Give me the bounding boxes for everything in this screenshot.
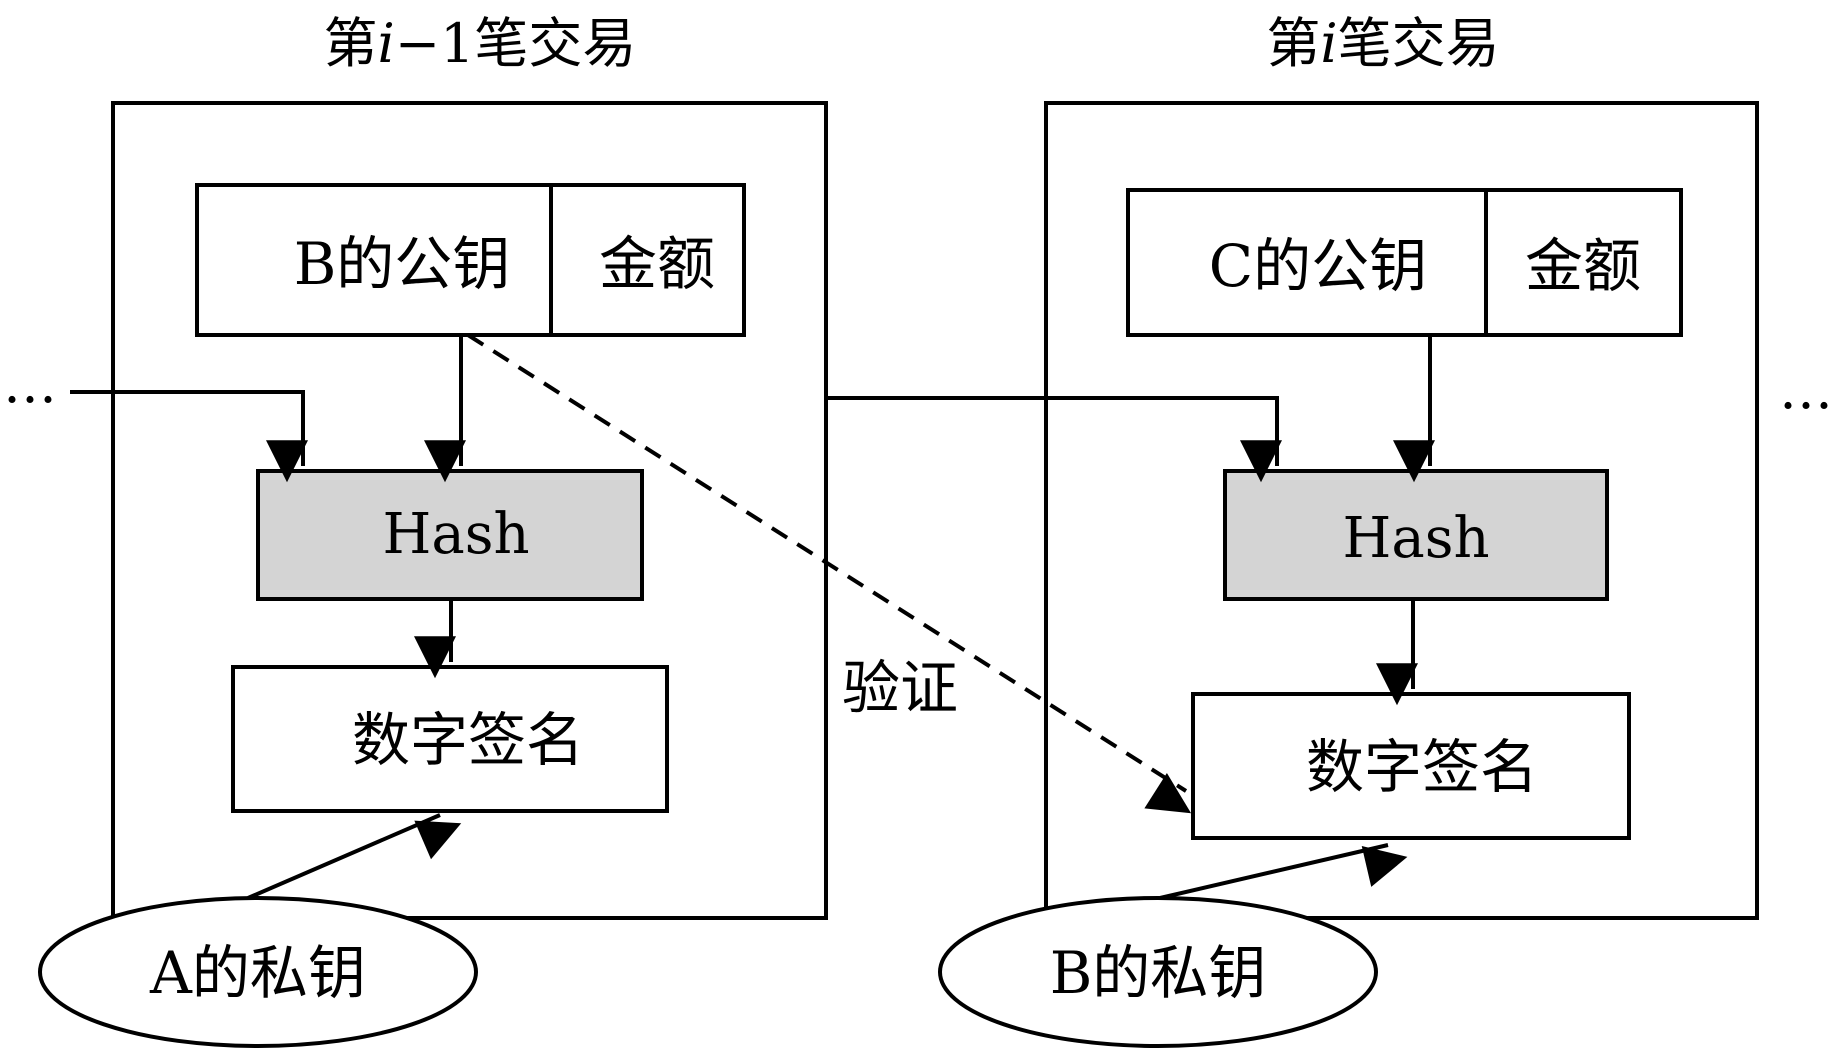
- arrow-private-key-a-to-signature: [247, 813, 462, 900]
- ellipsis-right: …: [1779, 358, 1833, 421]
- private-key-a: [38, 896, 478, 1048]
- private-key-b: [938, 896, 1378, 1048]
- arrow-private-key-b-to-signature: [1159, 843, 1408, 900]
- transaction-prev-pubkey-cell: [195, 183, 553, 337]
- arrow-verify-dashed: [466, 333, 1192, 814]
- transaction-prev: 第i−1笔交易 B的公钥 金额 Hash 数字签名 A的私钥: [38, 12, 828, 1048]
- transaction-prev-signature: 数字签名: [352, 706, 584, 774]
- arrow-prev-input-to-hash: [70, 390, 308, 483]
- arrow-prev-tx-to-current-hash: [826, 396, 1282, 483]
- transaction-current-pubkey: C的公钥: [1209, 232, 1427, 300]
- transaction-prev-title: 第i−1笔交易: [324, 12, 637, 75]
- transaction-prev-signature-box: [231, 665, 669, 813]
- transaction-current-signature-box: [1191, 692, 1631, 840]
- transaction-prev-hash-box: [256, 469, 644, 601]
- transaction-prev-hash: Hash: [382, 502, 529, 567]
- private-key-a-label: A的私钥: [149, 939, 366, 1007]
- transaction-current-amount: 金额: [1525, 232, 1641, 300]
- private-key-b-label: B的私钥: [1050, 939, 1267, 1007]
- transaction-current-title: 第i笔交易: [1266, 12, 1499, 75]
- transaction-prev-amount-cell: [549, 183, 746, 337]
- transaction-current-hash-box: [1223, 469, 1609, 601]
- transaction-current-amount-cell: [1484, 188, 1683, 337]
- transaction-current-hash: Hash: [1342, 506, 1489, 571]
- transaction-current-signature: 数字签名: [1306, 733, 1538, 801]
- transaction-current: 第i笔交易 C的公钥 金额 Hash 数字签名 B的私钥: [826, 12, 1759, 1048]
- transaction-prev-pubkey: B的公钥: [294, 230, 511, 298]
- ellipsis-left: …: [3, 352, 57, 415]
- verify-label: 验证: [842, 654, 958, 722]
- transaction-prev-amount: 金额: [599, 230, 715, 298]
